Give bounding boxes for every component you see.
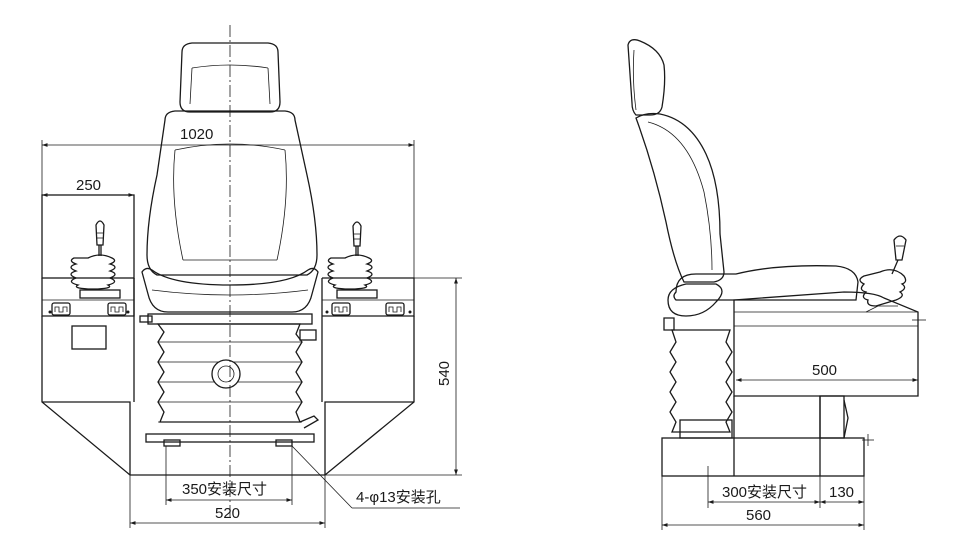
- side-view: 500 300安装尺寸 130 560: [627, 39, 926, 530]
- side-headrest: [627, 39, 666, 116]
- side-suspension: [669, 329, 733, 433]
- dim-overall-width-label: 1020: [180, 126, 213, 143]
- dim-base-width-label: 520: [215, 505, 240, 522]
- left-console-label-plate: [71, 325, 107, 350]
- right-console: [321, 277, 415, 402]
- dim-base-depth-label: 560: [746, 507, 771, 524]
- suspension: [139, 313, 320, 447]
- dim-offset: 130: [820, 484, 864, 504]
- side-seat: [673, 265, 859, 301]
- dim-side-mount-spacing-label: 300安装尺寸: [722, 484, 807, 501]
- front-view: 1020 250 540 350安装尺寸 520: [41, 25, 462, 528]
- dim-console-length: 500: [736, 312, 919, 384]
- weight-adjust-knob: [211, 359, 241, 389]
- dim-mount-spacing-label: 350安装尺寸: [182, 481, 267, 498]
- side-backrest: [635, 112, 725, 283]
- side-joystick: [859, 235, 907, 313]
- backrest: [146, 110, 318, 276]
- dim-mount-spacing: 350安装尺寸: [165, 446, 293, 505]
- mount-holes-callout: 4-φ13安装孔: [291, 445, 460, 509]
- dim-panel-width: 250: [42, 177, 134, 197]
- dim-console-length-label: 500: [812, 362, 837, 379]
- left-joystick: [70, 220, 121, 299]
- front-lower-housing: [41, 316, 415, 476]
- dim-height-label: 540: [436, 361, 453, 386]
- dim-base-depth: 560: [661, 476, 865, 530]
- dim-overall-width: 1020: [41, 126, 415, 278]
- right-joystick: [327, 221, 378, 299]
- mount-holes-label: 4-φ13安装孔: [356, 489, 441, 506]
- side-base: [661, 395, 874, 477]
- dim-base-width: 520: [129, 475, 326, 528]
- dim-height: 540: [325, 277, 462, 476]
- dim-offset-label: 130: [829, 484, 854, 501]
- dim-panel-width-label: 250: [76, 177, 101, 194]
